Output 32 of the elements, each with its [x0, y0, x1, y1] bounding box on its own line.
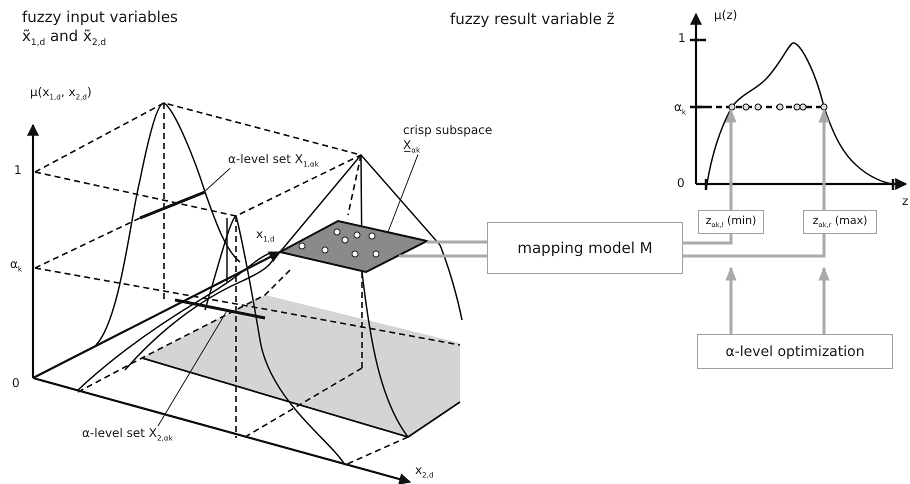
axis-label: μ(x$_{1,d}$, x$_{2,d}$) [30, 85, 92, 102]
arrow [818, 108, 830, 210]
tick-label: α$_{k}$ [674, 100, 686, 116]
tick-label: 0 [12, 376, 20, 391]
leader-line [158, 308, 228, 426]
axis-label: μ(z) [714, 8, 738, 23]
leader-line [204, 168, 230, 192]
tick-label: 1 [14, 163, 22, 178]
process-box: z$_{αk,r}$ (max) [803, 210, 877, 234]
annotation-text: crisp subspace X̲$_{αk}$ [403, 123, 503, 154]
tick-label: 0 [677, 176, 685, 191]
connector-line [427, 240, 487, 244]
crisp-subspace-parallelogram [278, 219, 428, 274]
connector-line [399, 254, 487, 258]
arrow [818, 266, 830, 334]
arrow [725, 266, 737, 334]
axis-label: x$_{2,d}$ [415, 463, 434, 480]
heading: fuzzy result variable z̃ [450, 10, 615, 29]
tick-label: α$_{k}$ [10, 257, 22, 274]
connector-line [683, 234, 732, 244]
tick-label: 1 [678, 31, 686, 46]
heading: fuzzy input variables x̃$_{1,d}$ and x̃$_{2,d}$ [22, 8, 179, 49]
annotation-text: α-level set X$_{1,αk}$ [228, 152, 338, 168]
arrow [725, 108, 737, 210]
process-box: z$_{αk,l}$ (min) [698, 210, 764, 234]
axis-label: z [902, 194, 908, 209]
process-box: α-level optimization [697, 334, 893, 369]
annotation-text: α-level set X$_{2,αk}$ [82, 426, 192, 442]
process-box: mapping model M [487, 222, 683, 274]
connector-line [683, 234, 826, 258]
axis-label: x$_{1,d}$ [256, 227, 275, 244]
leader-line [388, 154, 418, 232]
